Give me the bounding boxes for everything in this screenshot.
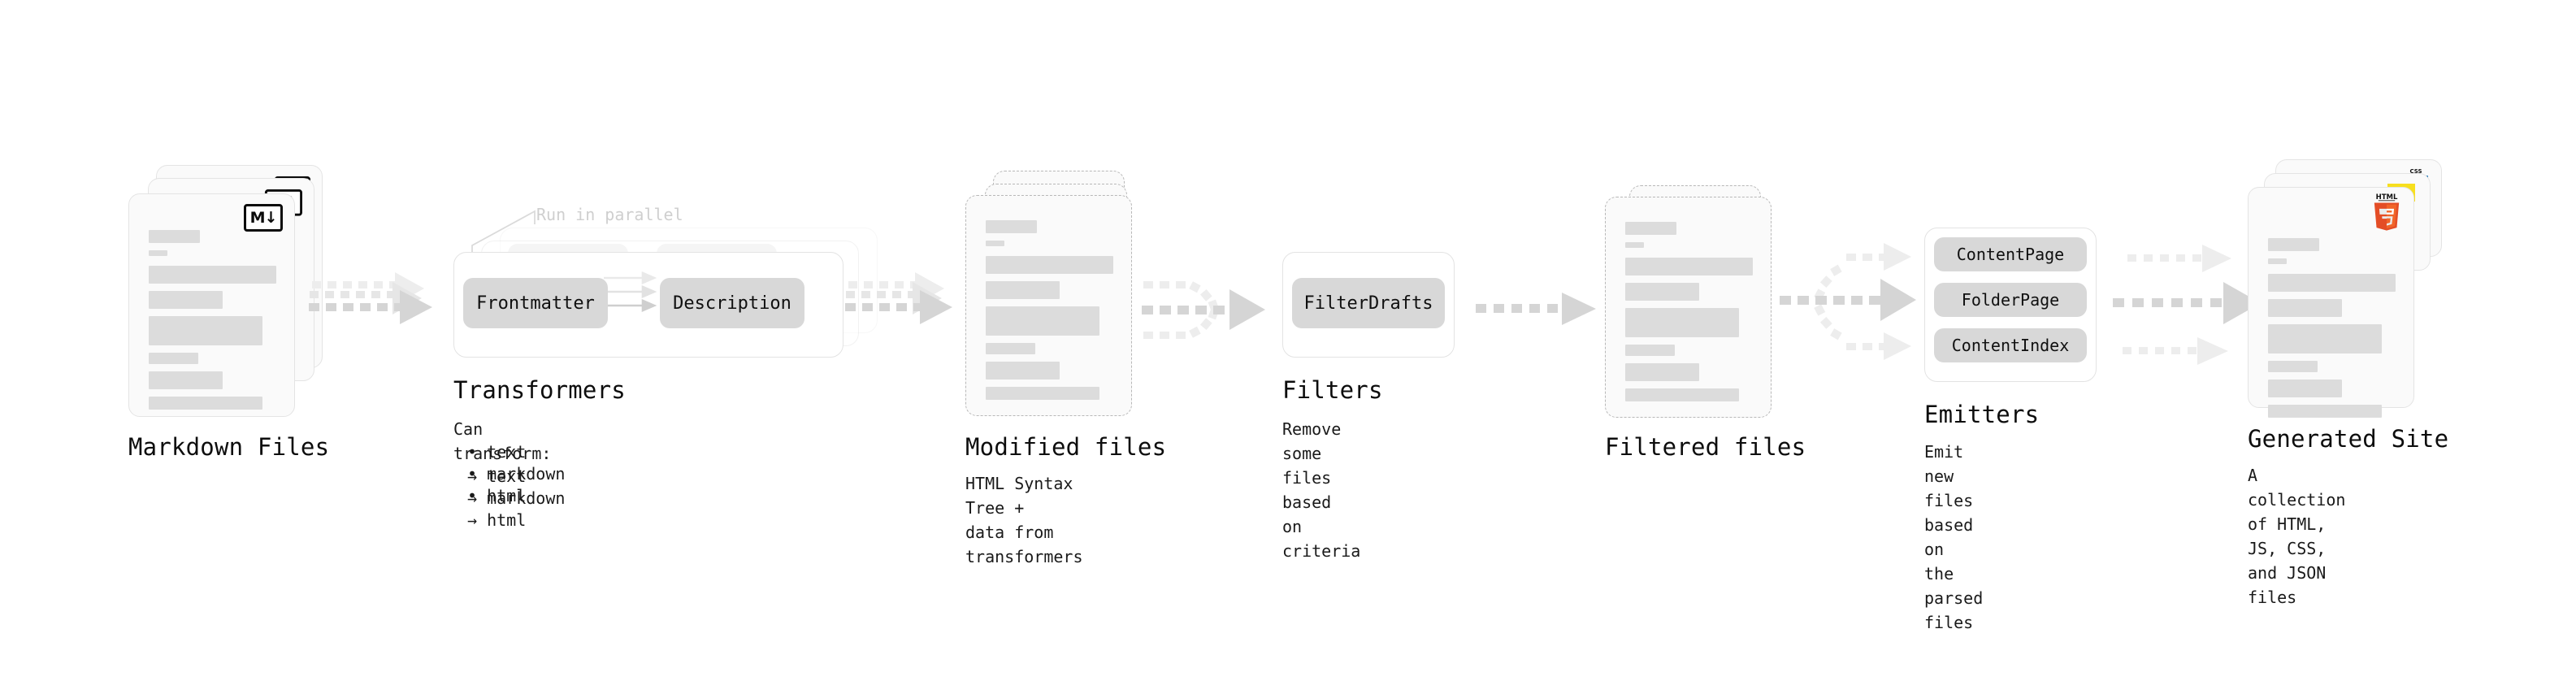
- stage-title-filters: Filters: [1282, 376, 1383, 404]
- transformers-chip-description[interactable]: Description: [660, 278, 804, 328]
- emitters-chip-folderpage[interactable]: FolderPage: [1934, 283, 2087, 317]
- transformers-bullet-0: • text → text: [467, 442, 527, 486]
- skeleton-bars: [149, 230, 276, 417]
- arrow-filters-to-filtered: [1476, 293, 1596, 325]
- filtered-file-card: [1605, 197, 1772, 418]
- transformers-chip-frontmatter[interactable]: Frontmatter: [463, 278, 608, 328]
- emitters-chip-contentpage-label: ContentPage: [1956, 245, 2065, 264]
- emitters-chip-contentindex[interactable]: ContentIndex: [1934, 328, 2087, 362]
- skeleton-bars: [1625, 222, 1753, 409]
- transformers-bullet-2-label: html → html: [467, 486, 527, 530]
- arrow-emitters-to-site: [2113, 245, 2261, 365]
- emitters-chip-contentindex-label: ContentIndex: [1951, 336, 2070, 355]
- transformers-chip-frontmatter-label: Frontmatter: [476, 293, 595, 314]
- transformers-chip-description-label: Description: [673, 293, 791, 314]
- emitters-chip-folderpage-label: FolderPage: [1961, 290, 2060, 310]
- transformers-bullet-0-label: text → text: [467, 442, 527, 486]
- modified-file-card: [965, 195, 1132, 416]
- html5-badge: HTML: [2374, 193, 2400, 231]
- emitters-chip-contentpage[interactable]: ContentPage: [1934, 237, 2087, 271]
- site-file-card-html: HTML: [2248, 187, 2414, 418]
- parallel-note-label: Run in parallel: [536, 205, 683, 224]
- stage-desc-emitters: Emit new files based on the parsed files: [1924, 442, 1984, 632]
- markdown-file-card: M↓: [128, 193, 295, 417]
- stage-desc-transformers: Can transform:: [453, 419, 552, 463]
- filters-chip-filterdrafts[interactable]: FilterDrafts: [1292, 278, 1445, 328]
- skeleton-bars: [986, 220, 1113, 407]
- arrow-modified-to-filters: [1142, 281, 1265, 339]
- stage-title-emitters: Emitters: [1924, 401, 2040, 428]
- svg-text:HTML: HTML: [2376, 193, 2398, 202]
- stage-desc-filters: Remove some files based on criteria: [1282, 419, 1361, 561]
- arrow-filtered-to-emitters: [1780, 243, 1916, 360]
- stage-title-generated-site: Generated Site: [2248, 425, 2449, 453]
- css3-badge-label: CSS: [2409, 168, 2422, 175]
- filters-chip-filterdrafts-label: FilterDrafts: [1303, 293, 1433, 314]
- stage-title-filtered-files: Filtered files: [1605, 433, 1806, 461]
- stage-title-markdown-files: Markdown Files: [128, 433, 330, 461]
- stage-desc-modified-files: HTML Syntax Tree + data from transformer…: [965, 474, 1083, 566]
- arrow-transformers-to-modified: [845, 272, 952, 324]
- arrow-markdown-to-transformers: [309, 272, 432, 324]
- transformers-bullet-2: • html → html: [467, 486, 527, 530]
- markdown-badge: M↓: [244, 204, 283, 232]
- stage-desc-generated-site: A collection of HTML, JS, CSS, and JSON …: [2248, 466, 2346, 607]
- stage-title-modified-files: Modified files: [965, 433, 1167, 461]
- skeleton-bars: [2268, 238, 2396, 425]
- transformers-bullet-1-label: markdown → markdown: [467, 464, 566, 508]
- transformers-inner-arrows: [604, 271, 657, 312]
- transformers-bullet-1: • markdown → markdown: [467, 464, 566, 508]
- stage-title-transformers: Transformers: [453, 376, 626, 404]
